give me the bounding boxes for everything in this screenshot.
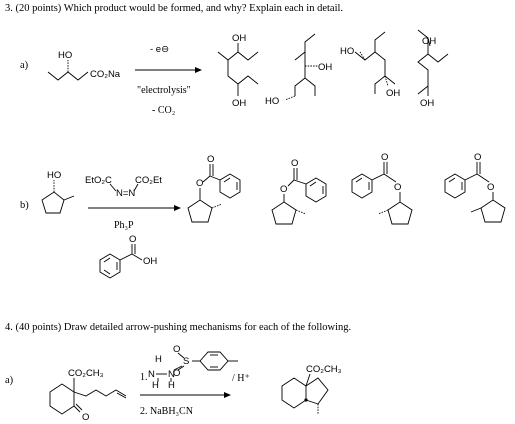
q3-part-a-label: a): [20, 60, 29, 71]
q3a-condition-electrolysis: "electrolysis": [137, 85, 191, 96]
q4a-ts-label-s: S: [183, 356, 189, 367]
q3b-alcohol-structure: HO: [41, 170, 75, 214]
q3b-p2-label-o-ester: O: [280, 184, 287, 195]
q3b-reagent-label-eto2c: EtO₂C: [85, 175, 112, 186]
q4a-product-label-ester: CO₂CH₃: [306, 364, 342, 375]
q3b-product-2: O O: [271, 158, 327, 225]
q3b-p3-label-o-ester: O: [394, 182, 401, 193]
q3b-dead-reagent: EtO₂C CO₂Et N=N: [85, 175, 162, 199]
q3b-acid-label-oh: OH: [143, 256, 157, 267]
q4a-ts-label-n1: N: [148, 369, 155, 380]
q3a-reactant-structure: HO CO₂Na: [47, 50, 121, 81]
q3b-product-3: O O: [351, 152, 413, 225]
q4a-acid-label: / H⁺: [232, 373, 250, 384]
q3a-p1-label-oh-top: OH: [232, 33, 246, 44]
q4a-step1-label: 1.: [140, 372, 148, 383]
q4a-reactant-label-o: O: [82, 412, 89, 423]
q3b-benzoic-acid: O OH: [99, 234, 157, 279]
q4a-ts-label-h2: H: [168, 380, 175, 391]
q4a-ts-label-h-top: H: [155, 354, 162, 365]
q3a-p2-label-oh: OH: [318, 62, 332, 73]
q4a-reactant-label-ester: CO₂CH₃: [68, 368, 104, 379]
q3a-product-3: HO OH: [340, 31, 400, 99]
q3b-reagent-label-co2et: CO₂Et: [135, 175, 162, 186]
q3a-p1-label-oh-bottom: OH: [232, 98, 246, 109]
question-3-heading: 3. (20 points) Which product would be fo…: [5, 3, 344, 14]
q4a-tosylhydrazide: O O S H N N H H: [148, 344, 238, 391]
q3b-reagent-label-nn: N=N: [116, 188, 135, 199]
q4a-step2-label: 2. NaBH₃CN: [140, 406, 193, 417]
q3a-condition-co2: - CO₂: [152, 105, 175, 116]
q3b-reaction-arrow: Ph₃P: [88, 205, 181, 231]
q3a-reaction-arrow: - e⊖ "electrolysis" - CO₂: [135, 44, 202, 116]
q3a-product-1: OH OH: [217, 33, 259, 109]
q4a-ts-label-h1: H: [152, 380, 159, 391]
q4a-reactant-structure: CO₂CH₃ O: [49, 368, 127, 423]
q3b-acid-label-o: O: [129, 234, 136, 245]
q3b-p2-label-o-carbonyl: O: [291, 158, 298, 169]
q4a-reaction-arrow: 1. / H⁺ 2. NaBH₃CN: [140, 372, 250, 417]
q4a-product-structure: CO₂CH₃: [281, 364, 342, 414]
q3b-p1-label-o-ester: O: [196, 178, 203, 189]
q4a-ts-label-n2: N: [168, 369, 175, 380]
q3a-condition-electron: - e⊖: [150, 44, 169, 55]
q3a-reactant-label-ho: HO: [58, 50, 72, 61]
q3a-product-2: OH HO: [265, 33, 332, 107]
q3-part-b-label: b): [20, 200, 29, 211]
q3b-p3-label-o-carbonyl: O: [381, 152, 388, 163]
q3b-product-1: O O: [187, 154, 241, 223]
q3b-reagent-ph3p: Ph₃P: [114, 220, 134, 231]
q3a-p4-label-oh-bottom: OH: [420, 98, 434, 109]
q3b-alcohol-label-ho: HO: [47, 170, 61, 181]
q3a-p2-label-ho: HO: [265, 96, 279, 107]
q3b-p4-label-o-ester: O: [487, 182, 494, 193]
q3a-product-4: OH OH: [417, 29, 449, 109]
q4a-ts-label-o2: O: [173, 368, 180, 379]
q3b-product-4: O O: [444, 152, 506, 223]
q4a-ts-label-o1: O: [173, 344, 180, 355]
q3a-reactant-label-co2na: CO₂Na: [90, 69, 121, 80]
q3a-p3-label-ho: HO: [340, 46, 354, 57]
q3b-p4-label-o-carbonyl: O: [474, 152, 481, 163]
q3a-p4-label-oh-top: OH: [422, 36, 436, 47]
q3a-p3-label-oh: OH: [386, 88, 400, 99]
question-4-heading: 4. (40 points) Draw detailed arrow-pushi…: [5, 322, 352, 333]
q3b-p1-label-o-carbonyl: O: [207, 154, 214, 165]
q4-part-a-label: a): [5, 375, 14, 386]
